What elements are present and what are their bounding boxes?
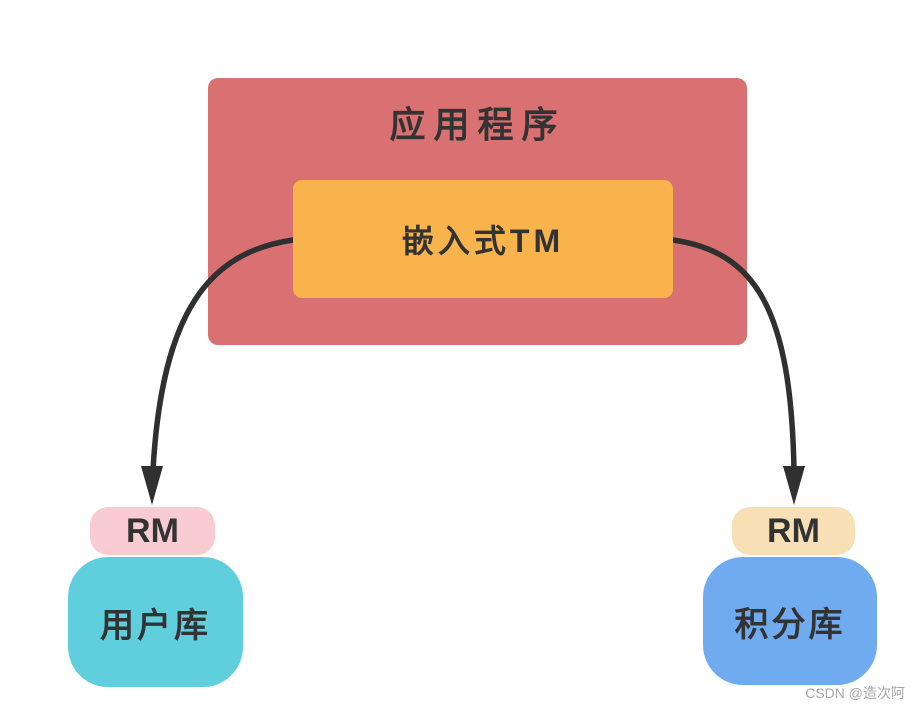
right-arrow-head: [783, 466, 805, 505]
right-rm-label: RM: [767, 511, 820, 550]
left-rm-pill: RM: [90, 507, 215, 555]
right-arrow-line: [670, 237, 797, 473]
left-arrow-line: [150, 237, 296, 473]
left-arrow-head: [141, 466, 163, 505]
points-database-label: 积分库: [734, 605, 846, 644]
application-label: 应用程序: [389, 104, 566, 145]
right-rm-pill: RM: [732, 507, 855, 555]
csdn-watermark: CSDN @造次阿: [805, 685, 905, 701]
embedded-tm-box: 嵌入式TM: [293, 180, 673, 298]
user-database-shape: 用户库: [68, 557, 243, 687]
left-rm-label: RM: [126, 511, 179, 550]
points-database-shape: 积分库: [703, 557, 877, 685]
user-database-label: 用户库: [100, 606, 211, 645]
embedded-tm-label: 嵌入式TM: [401, 223, 565, 259]
